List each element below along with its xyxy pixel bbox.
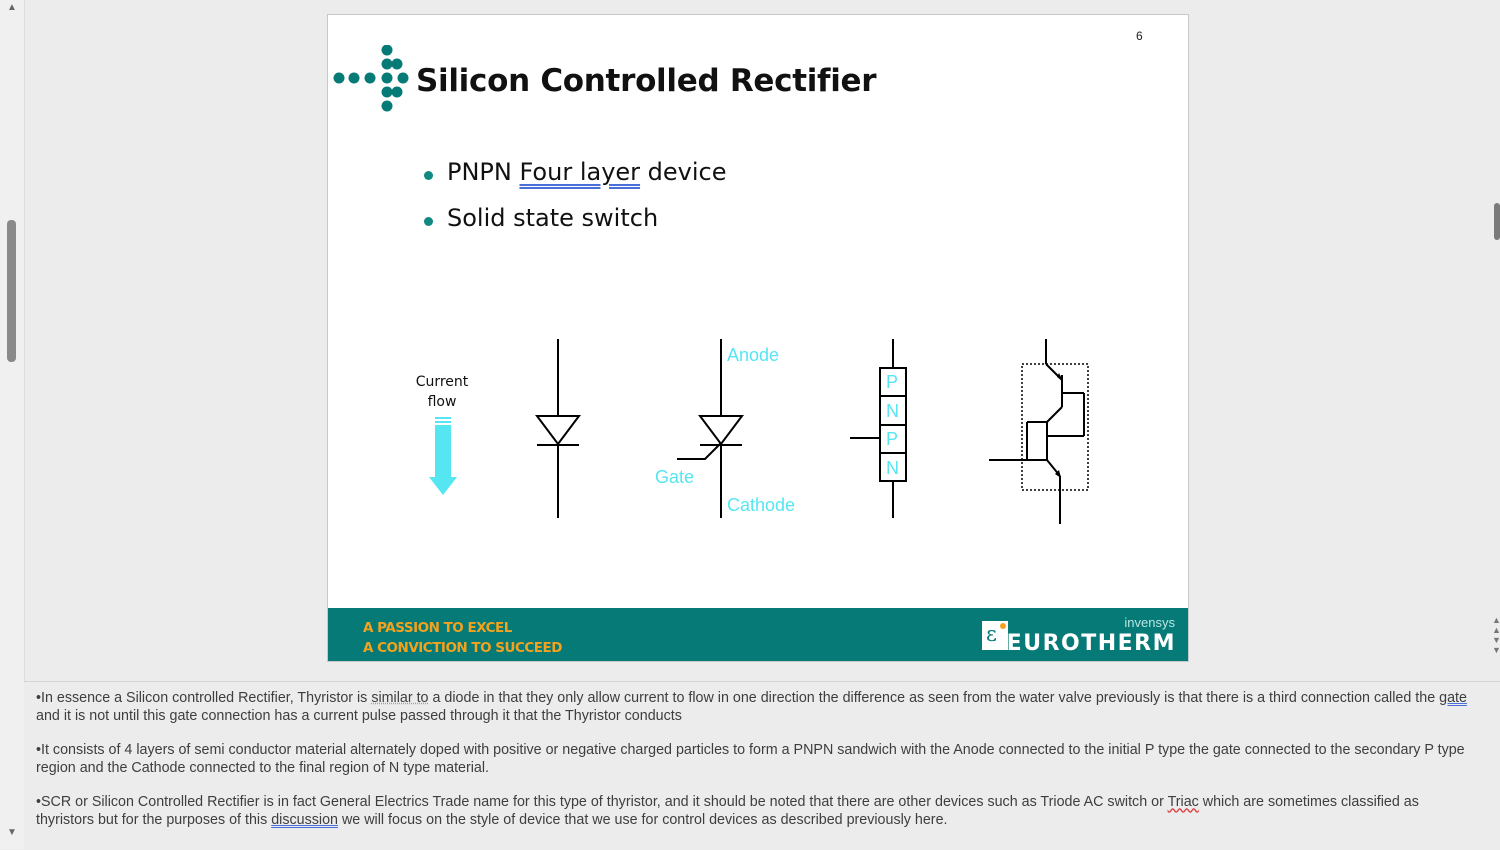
grammar-flag[interactable]: Four layer xyxy=(519,158,640,186)
cathode-label: Cathode xyxy=(727,495,795,516)
slide-nav-icon[interactable]: ▲▲▼▼ xyxy=(1492,615,1500,657)
dots-logo-icon xyxy=(328,45,418,115)
slide-title: Silicon Controlled Rectifier xyxy=(416,63,876,99)
pnpn-layer-diagram xyxy=(848,335,918,520)
bullet-item: PNPN Four layer device xyxy=(421,158,727,204)
note-paragraph: •In essence a Silicon controlled Rectifi… xyxy=(24,682,1500,725)
note-paragraph: •It consists of 4 layers of semi conduct… xyxy=(24,742,1500,777)
scroll-up-icon[interactable]: ▲ xyxy=(7,3,17,13)
brand-name: EUROTHERM xyxy=(1007,631,1176,656)
current-flow-arrow-icon xyxy=(428,415,458,497)
slide-footer: A PASSION TO EXCEL A CONVICTION TO SUCCE… xyxy=(328,608,1188,661)
brand-parent: invensys xyxy=(1124,615,1175,630)
bullet-item: Solid state switch xyxy=(421,204,727,250)
eurotherm-logo-icon: ε xyxy=(982,621,1008,650)
right-scrollbar-thumb[interactable] xyxy=(1494,203,1500,240)
note-paragraph: •SCR or Silicon Controlled Rectifier is … xyxy=(24,794,1500,829)
layer-p2: P xyxy=(886,429,898,450)
slide-canvas[interactable]: 6 Silicon Controlled Rectifier PNPN Four… xyxy=(327,14,1189,662)
transistor-model-diagram xyxy=(983,335,1098,530)
layer-p1: P xyxy=(886,372,898,393)
vertical-scrollbar[interactable]: ▲ ▼ xyxy=(0,0,25,849)
layer-n1: N xyxy=(886,401,899,422)
speaker-notes-pane[interactable]: •In essence a Silicon controlled Rectifi… xyxy=(24,681,1500,850)
anode-label: Anode xyxy=(727,345,779,366)
current-flow-label: Current flow xyxy=(407,372,477,412)
scrollbar-thumb[interactable] xyxy=(7,220,16,362)
slide-number: 6 xyxy=(1136,29,1143,43)
gate-label: Gate xyxy=(655,467,694,488)
tagline: A PASSION TO EXCEL A CONVICTION TO SUCCE… xyxy=(363,618,562,658)
bullet-list: PNPN Four layer device Solid state switc… xyxy=(421,158,727,250)
layer-n2: N xyxy=(886,458,899,479)
diode-symbol xyxy=(528,335,588,520)
scroll-down-icon[interactable]: ▼ xyxy=(7,828,17,838)
